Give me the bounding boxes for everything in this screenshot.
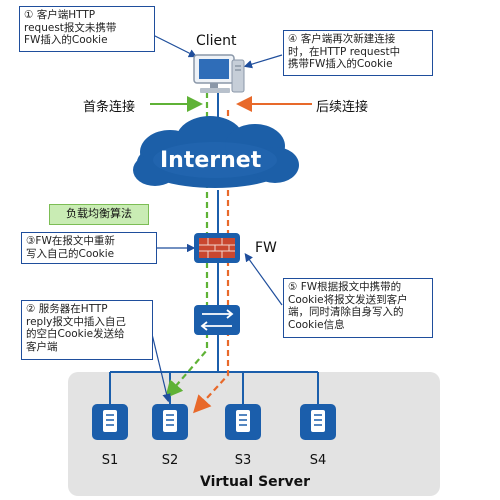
fw-label: FW xyxy=(255,240,277,256)
client-label: Client xyxy=(196,33,237,49)
callout-step4: ④ 客户端再次新建连接 时，在HTTP request中 携带FW插入的Cook… xyxy=(283,30,433,76)
switch-icon xyxy=(194,305,240,335)
server-icon-2 xyxy=(152,404,188,440)
client-computer-icon xyxy=(193,54,245,93)
server-label-s2: S2 xyxy=(161,453,179,468)
server-label-s4: S4 xyxy=(309,453,327,468)
internet-label: Internet xyxy=(160,148,262,173)
callout-step2: ② 服务器在HTTP reply报文中插入自己 的空白Cookie发送给 客户端 xyxy=(21,300,153,360)
follow-connection-label: 后续连接 xyxy=(316,100,369,115)
follow-connection-path xyxy=(193,110,230,414)
server-icon-3 xyxy=(225,404,261,440)
server-icon-1 xyxy=(92,404,128,440)
lb-algorithm-box: 负载均衡算法 xyxy=(49,204,149,225)
internet-cloud-icon xyxy=(133,116,299,188)
server-label-s1: S1 xyxy=(101,453,119,468)
callout-step5: ⑤ FW根据报文中携带的 Cookie将报文发送到客户 端，同时清除自身写入的 … xyxy=(283,278,433,338)
server-group xyxy=(92,404,336,440)
virtual-server-label: Virtual Server xyxy=(200,474,311,490)
first-connection-label: 首条连接 xyxy=(83,100,136,115)
firewall-icon xyxy=(194,233,240,263)
callout-step3: ③FW在报文中重新 写入自己的Cookie xyxy=(21,232,157,264)
callout-step1: ① 客户端HTTP request报文未携带 FW插入的Cookie xyxy=(19,6,155,52)
server-icon-4 xyxy=(300,404,336,440)
server-label-s3: S3 xyxy=(234,453,252,468)
